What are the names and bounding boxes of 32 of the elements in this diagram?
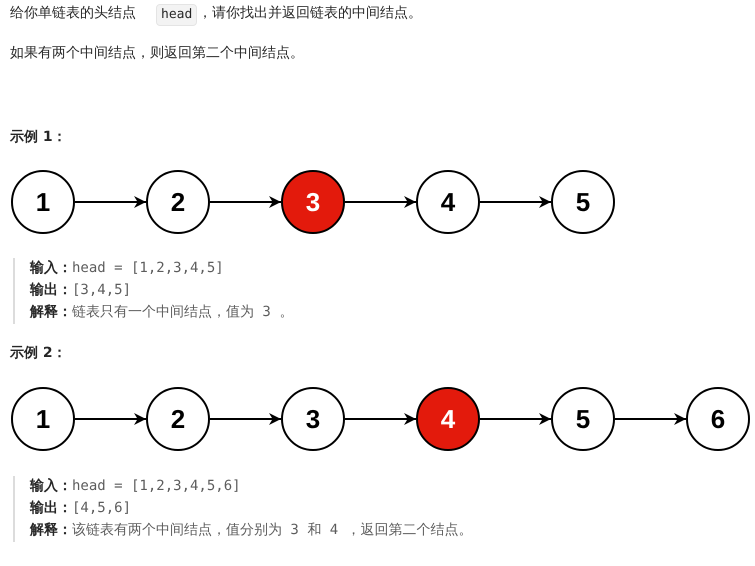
node-value: 1 (36, 186, 50, 218)
node-value: 5 (576, 186, 590, 218)
node-value: 6 (710, 404, 726, 434)
example-line: 输出：[3,4,5] (30, 281, 132, 300)
example-line: 输入：head = [1,2,3,4,5] (30, 259, 224, 278)
description-text: 如果有两个中间结点，则返回第二个中间结点。 (10, 44, 304, 63)
example-line: 输入：head = [1,2,3,4,5,6] (30, 477, 241, 496)
arrow (480, 196, 551, 208)
example-line: 解释：该链表有两个中间结点，值分别为 3 和 4 ，返回第二个结点。 (30, 521, 473, 540)
node-value: 4 (440, 404, 456, 434)
node-value: 2 (170, 404, 186, 434)
example-heading: 示例 1： (10, 128, 67, 147)
example-line: 解释：链表只有一个中间结点，值为 3 。 (30, 303, 294, 322)
arrow (480, 413, 551, 425)
arrow (75, 413, 146, 425)
example-heading: 示例 2： (10, 344, 67, 363)
example-line: 输出：[4,5,6] (30, 499, 132, 518)
arrow (345, 196, 416, 208)
node-value: 3 (306, 404, 320, 434)
node-value: 1 (36, 404, 50, 434)
node-value: 5 (576, 404, 590, 434)
arrow (345, 413, 416, 425)
arrow (210, 413, 281, 425)
description-text: ，请你找出并返回链表的中间结点。 (198, 4, 422, 23)
description-text: 给你单链表的头结点 (10, 4, 136, 23)
inline-code: head (156, 4, 198, 26)
node-value: 2 (170, 186, 186, 218)
arrow (615, 413, 686, 425)
node-value: 3 (306, 186, 320, 218)
node-value: 4 (440, 186, 456, 218)
arrow (210, 196, 281, 208)
arrow (75, 196, 146, 208)
